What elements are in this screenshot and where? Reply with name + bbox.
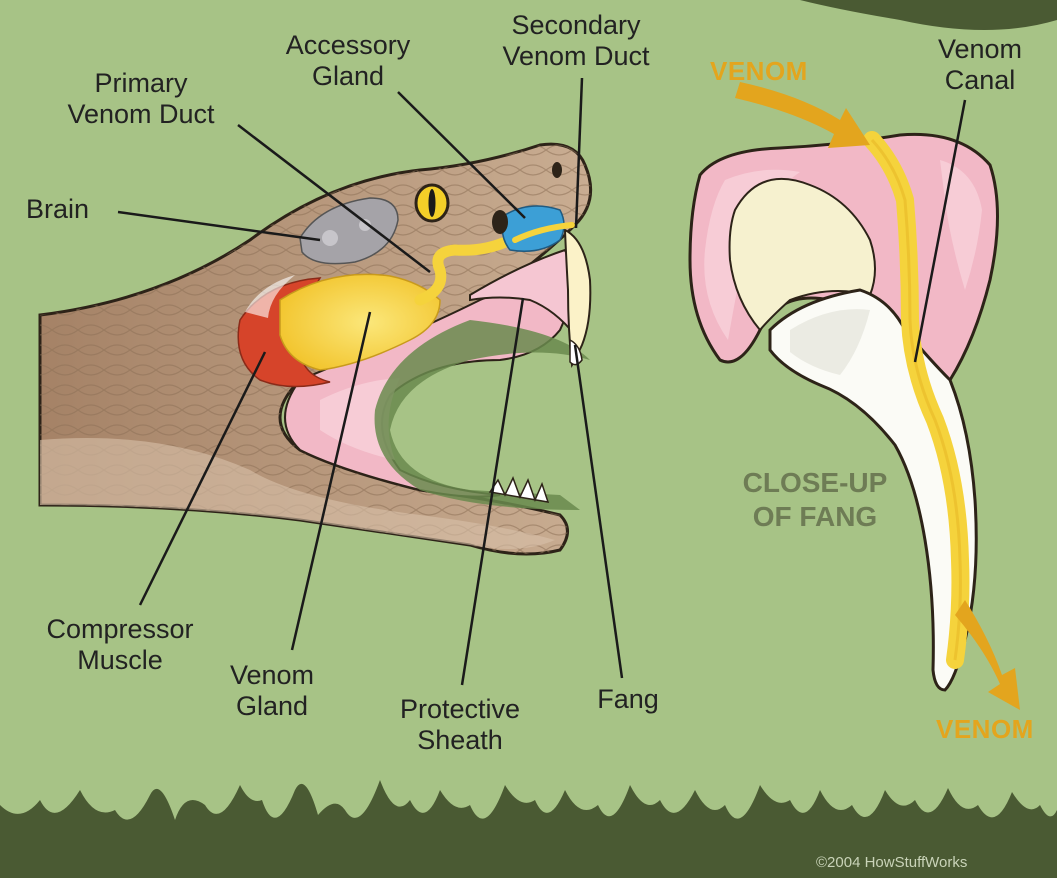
venom-in-arrow	[735, 82, 870, 148]
label-compressor-muscle: Compressor Muscle	[24, 614, 216, 676]
label-fang: Fang	[588, 684, 668, 715]
label-venom-out: VENOM	[936, 714, 1034, 745]
fang-closeup	[690, 82, 1020, 710]
label-accessory-gland: Accessory Gland	[272, 30, 424, 92]
corner-blob	[800, 0, 1057, 30]
leader-fang	[575, 345, 622, 678]
copyright-credit: ©2004 HowStuffWorks	[816, 854, 967, 871]
label-venom-gland: Venom Gland	[210, 660, 334, 722]
label-venom-canal: Venom Canal	[915, 34, 1045, 96]
label-brain: Brain	[26, 194, 116, 225]
label-secondary-venom-duct: Secondary Venom Duct	[486, 10, 666, 72]
closeup-title: CLOSE-UP OF FANG	[720, 466, 910, 534]
fang	[565, 230, 590, 365]
label-venom-in: VENOM	[710, 56, 808, 87]
snake-head	[40, 144, 591, 554]
label-protective-sheath: Protective Sheath	[380, 694, 540, 756]
label-primary-venom-duct: Primary Venom Duct	[46, 68, 236, 130]
